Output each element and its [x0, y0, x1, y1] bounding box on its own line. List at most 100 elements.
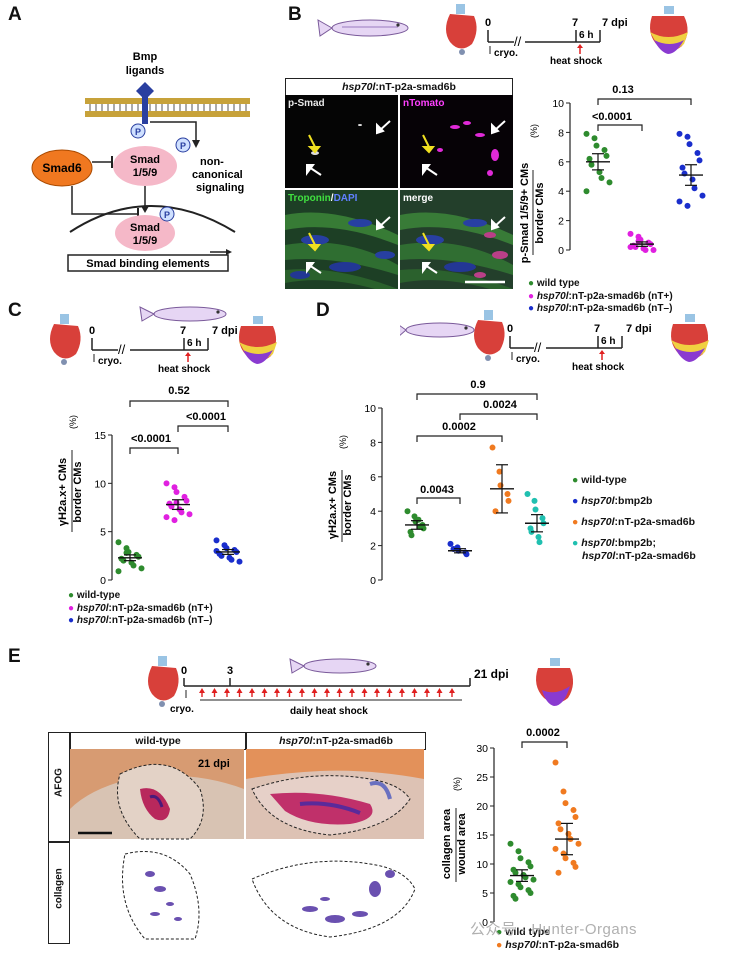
- e-dpi: 21 dpi: [474, 667, 509, 681]
- bmp-label-1: Bmp: [133, 51, 158, 63]
- row-label-afog: AFOG: [53, 768, 65, 797]
- heart-icon-injured-e: [536, 658, 574, 706]
- noncanonical-arrow: [150, 121, 197, 142]
- data-point: [517, 884, 524, 891]
- smad-nuc-label-1: Smad: [130, 222, 160, 234]
- bmp-label-2: ligands: [126, 65, 165, 77]
- phospho-circle-1: [130, 123, 146, 139]
- legend-e: ● wild type ● hsp70l:nT-p2a-smad6b: [496, 926, 619, 952]
- significance-bracket: [177, 425, 229, 432]
- y-tick-label: 25: [476, 772, 488, 784]
- sbe-label: Smad binding elements: [86, 258, 209, 270]
- collagen-tg-image: [246, 842, 424, 942]
- data-point: [512, 869, 519, 876]
- significance-bracket: [597, 124, 643, 131]
- data-point: [632, 244, 639, 251]
- d-sig-00024: 0.0024: [483, 399, 518, 411]
- d-sig-00043: 0.0043: [420, 484, 454, 496]
- nuclear-membrane: [69, 205, 236, 233]
- heat-arrow-head: [449, 688, 455, 693]
- data-point: [627, 230, 634, 237]
- data-point: [583, 188, 590, 195]
- b-6h: 6 h: [579, 30, 593, 41]
- data-point: [183, 497, 190, 504]
- heat-shock-arrows: [199, 688, 455, 697]
- y-tick-label: 4: [558, 186, 564, 198]
- data-point: [415, 516, 422, 523]
- data-point: [404, 508, 411, 515]
- phospho-circle-3: [159, 206, 175, 222]
- data-point: [411, 513, 418, 520]
- zebrafish-icon-e: [289, 658, 377, 674]
- data-point: [593, 142, 600, 149]
- data-point: [601, 147, 608, 154]
- y-tick-label: 0: [558, 245, 564, 257]
- data-point: [447, 540, 454, 547]
- bmp-ligand-diamond: [136, 82, 154, 100]
- micrograph-grid: p-Smad nTomato Troponin/DAPI merge: [285, 95, 513, 289]
- data-point: [507, 878, 514, 885]
- panel-a-diagram: Bmp ligands P P non- canonical signaling…: [31, 51, 250, 272]
- b-tick-7: 7: [572, 17, 578, 29]
- collagen-wt-image: [70, 842, 244, 942]
- panel-d-timeline: // 0 7 7 dpi 6 h cryo. heat shock: [400, 310, 709, 373]
- data-point: [171, 517, 178, 524]
- row-label-afog-box: AFOG: [48, 732, 70, 842]
- data-point: [163, 480, 170, 487]
- data-point: [596, 169, 603, 176]
- legend-d-item-1: ● wild-type: [572, 474, 627, 486]
- data-point: [650, 247, 657, 253]
- y-tick-label: 5: [482, 888, 488, 900]
- watermark: 公众号 · Hunter-Organs: [470, 921, 638, 938]
- data-point: [517, 855, 524, 862]
- d-sig-09: 0.9: [470, 380, 485, 391]
- noncanonical-2: canonical: [192, 169, 243, 181]
- data-point: [691, 185, 698, 192]
- legend-d: ● wild-type ● hsp70l:bmp2b ● hsp70l:nT-p…: [572, 474, 696, 563]
- data-point: [555, 820, 562, 827]
- data-point: [575, 840, 582, 847]
- panel-label-d: D: [316, 300, 330, 321]
- heart-icon-cryo: [446, 4, 477, 55]
- d-tick-7: 7: [594, 323, 600, 335]
- heart-icon-cryo-d: [474, 310, 505, 361]
- data-point: [515, 848, 522, 855]
- data-point: [496, 468, 503, 475]
- significance-bracket: [129, 447, 179, 454]
- d-6h: 6 h: [601, 336, 615, 347]
- data-point: [489, 444, 496, 451]
- phospho-p-3: P: [164, 210, 170, 220]
- data-point: [642, 247, 649, 253]
- phospho-p-1: P: [135, 127, 141, 137]
- data-point: [218, 552, 225, 559]
- channel-troponin-dapi: Troponin/DAPI: [288, 193, 358, 204]
- legend-c-item-3: ● hsp70l:nT-p2a-smad6b (nT–): [68, 615, 213, 626]
- heat-arrow-head: [311, 688, 318, 693]
- y-tick-label: 15: [476, 830, 488, 842]
- data-point: [694, 149, 701, 156]
- noncanonical-1: non-: [200, 156, 224, 168]
- data-point: [606, 179, 613, 186]
- legend-d-item-4b: hsp70l:nT-p2a-smad6b: [582, 550, 696, 562]
- y-tick-label: 10: [364, 403, 376, 415]
- data-point: [504, 491, 511, 497]
- data-point: [684, 133, 691, 140]
- cell-membrane: [85, 98, 250, 117]
- sbe-box: [67, 254, 229, 272]
- smad-complex-cytoplasm: [113, 146, 177, 186]
- zebrafish-icon-d: [400, 322, 475, 338]
- data-point: [463, 551, 470, 558]
- y-tick-label: 0: [370, 575, 376, 587]
- c-tick-0: 0: [89, 325, 95, 337]
- e-heat: daily heat shock: [290, 706, 368, 717]
- b-heat: heat shock: [550, 56, 603, 67]
- histology-grid: 21 dpi: [70, 749, 424, 942]
- e-ylabel-unit: (%): [452, 777, 462, 791]
- heat-arrow-head: [374, 688, 380, 693]
- panel-label-e: E: [8, 646, 21, 667]
- data-point: [531, 497, 538, 504]
- col-header-wt: wild-type: [70, 732, 246, 750]
- data-point: [497, 482, 504, 489]
- data-point: [591, 135, 598, 142]
